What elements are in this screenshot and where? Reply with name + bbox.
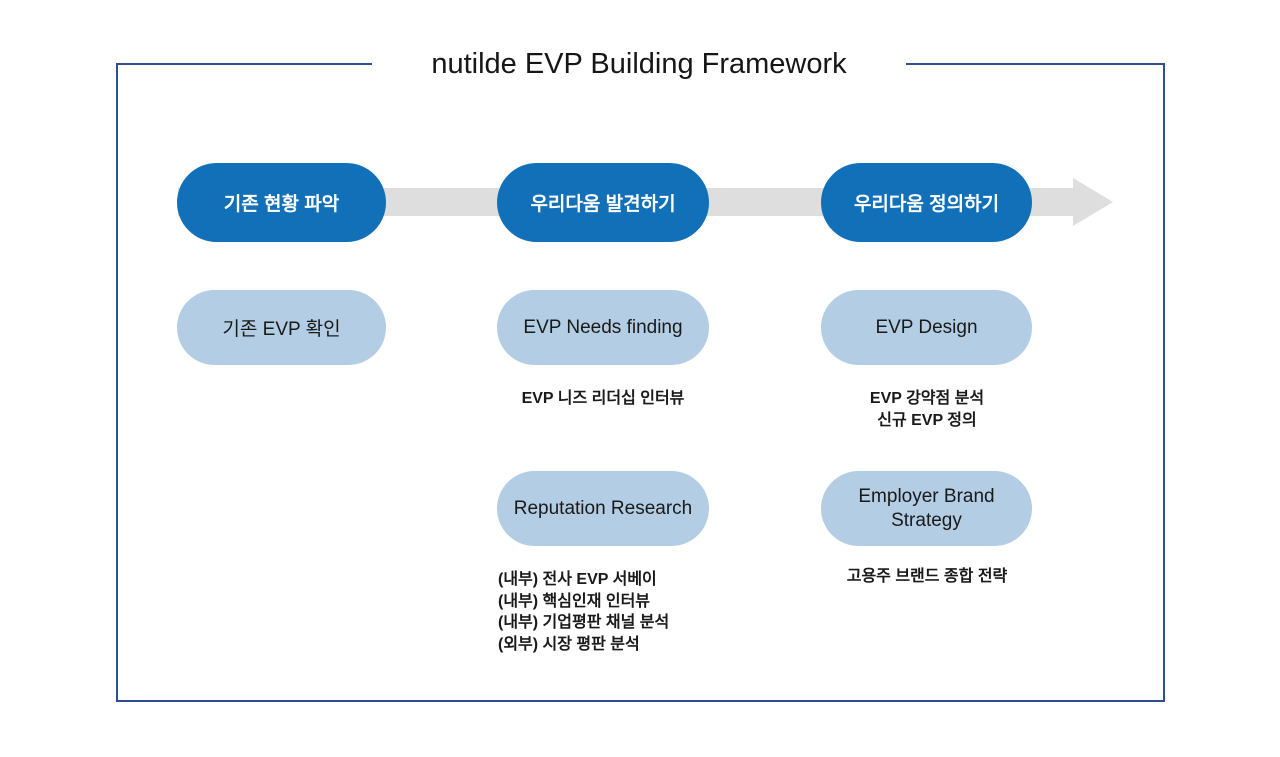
- page-title: nutilde EVP Building Framework: [431, 48, 847, 80]
- item-caption-col3-row2: 고용주 브랜드 종합 전략: [846, 568, 1008, 585]
- stage-pill-1[interactable]: 기존 현황 파악: [177, 163, 386, 242]
- item-caption-col3-row1: EVP 강약점 분석 신규 EVP 정의: [869, 390, 985, 429]
- item-pill-col1-row1[interactable]: 기존 EVP 확인: [177, 290, 386, 365]
- stage-pill-2[interactable]: 우리다움 발견하기: [497, 163, 709, 242]
- item-caption-col2-row1: EVP 니즈 리더십 인터뷰: [521, 390, 685, 407]
- item-pill-col3-row1[interactable]: EVP Design: [821, 290, 1032, 365]
- title-border-gap: [372, 52, 906, 76]
- process-arrow-head-icon: [1073, 178, 1113, 226]
- item-pill-col2-row1[interactable]: EVP Needs finding: [497, 290, 709, 365]
- stage-pill-3[interactable]: 우리다움 정의하기: [821, 163, 1032, 242]
- item-pill-col3-row2[interactable]: Employer Brand Strategy: [821, 471, 1032, 546]
- item-caption-col2-row2: (내부) 전사 EVP 서베이 (내부) 핵심인재 인터뷰 (내부) 기업평판 …: [498, 571, 670, 653]
- item-pill-col2-row2[interactable]: Reputation Research: [497, 471, 709, 546]
